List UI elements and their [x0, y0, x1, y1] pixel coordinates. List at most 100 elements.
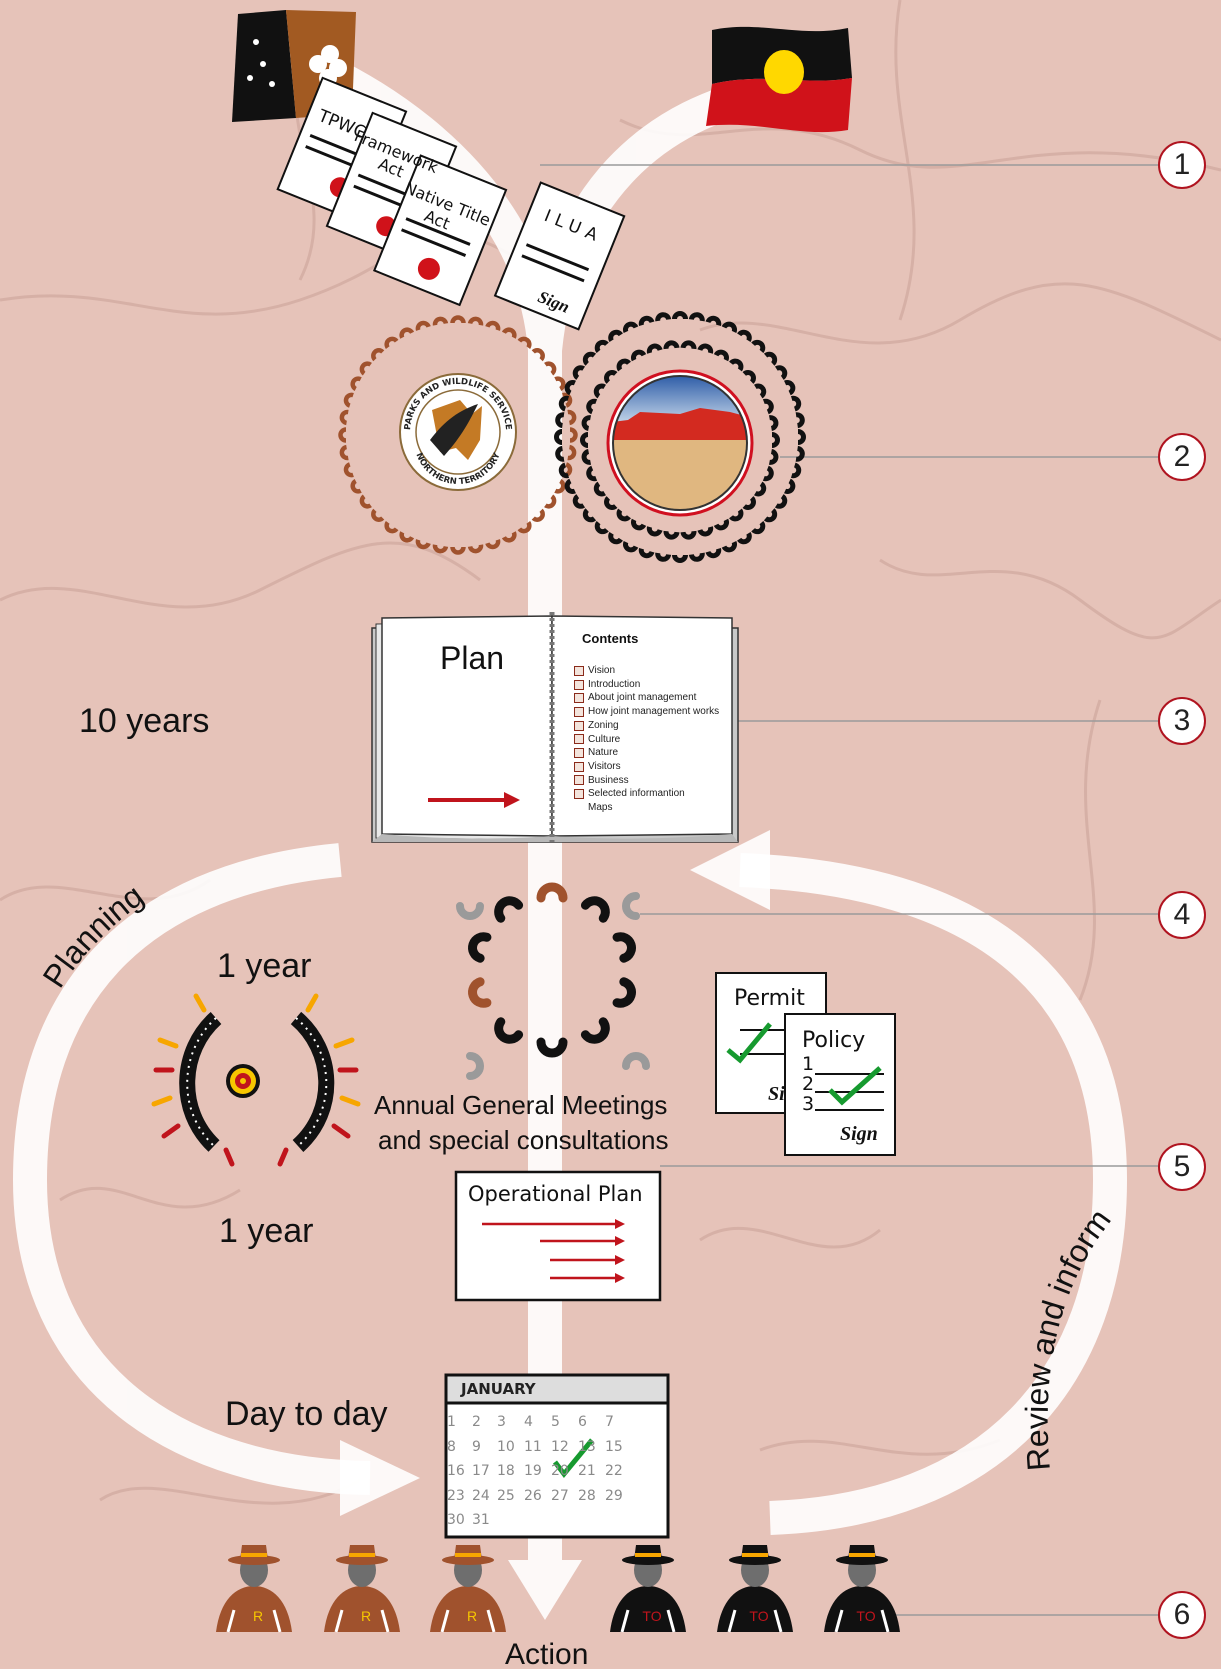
- ring-bump: [554, 376, 566, 392]
- ring-bump: [790, 462, 802, 479]
- ring-bump: [338, 427, 347, 443]
- plan-of-management-book: [371, 612, 739, 843]
- ring-bump: [399, 531, 415, 543]
- meetings-label-line2: and special consultations: [378, 1125, 669, 1155]
- ring-bump: [795, 412, 805, 429]
- ring-bump: [623, 541, 639, 553]
- ring-bump: [762, 465, 774, 482]
- ring-bump: [359, 361, 372, 376]
- plan-book-title: Plan: [440, 640, 505, 676]
- ring-bump: [399, 327, 415, 339]
- policy-item-2: 2: [802, 1073, 815, 1095]
- callout-leader-lines: [540, 164, 1158, 1616]
- figure-label: TO: [642, 1608, 661, 1624]
- vision-icon: [574, 665, 584, 676]
- native-title-act-document: [373, 154, 508, 307]
- calendar-day: 29: [605, 1487, 623, 1504]
- ring-bump: [608, 329, 623, 343]
- calendar-day: 3: [497, 1414, 506, 1430]
- policy-item-1: 1: [802, 1053, 815, 1075]
- ring-bump: [646, 526, 663, 537]
- calendar-day: 21: [578, 1463, 596, 1479]
- step-5-badge: 5: [1158, 1143, 1206, 1191]
- ring-bump: [721, 541, 737, 553]
- ring-bump: [742, 370, 756, 384]
- ring-bump: [604, 370, 618, 384]
- contents-item: Culture: [574, 733, 719, 747]
- ring-bump: [646, 343, 663, 354]
- meeting-participant: [468, 977, 492, 1008]
- ring-bump: [554, 429, 563, 445]
- ring-bump: [737, 329, 752, 343]
- ring-bump: [569, 427, 578, 443]
- ring-bump: [638, 315, 655, 327]
- calendar-day: 4: [524, 1414, 533, 1430]
- contents-list: Vision Introduction About joint manageme…: [574, 664, 719, 815]
- observer-participant: [466, 1052, 484, 1080]
- ring-bump: [763, 351, 778, 366]
- ring-bump: [680, 340, 697, 350]
- parks-wildlife-logo: [399, 373, 517, 491]
- ring-bump: [581, 449, 592, 465]
- ilua-document: [493, 181, 626, 331]
- ring-bump: [580, 432, 589, 448]
- ring-bump: [751, 339, 766, 354]
- contents-item: Vision: [574, 664, 719, 678]
- ring-bump: [531, 348, 545, 362]
- step-2-badge: 2: [1158, 433, 1206, 481]
- ring-bump: [594, 339, 609, 354]
- calendar-day: 30: [447, 1512, 465, 1528]
- ring-bump: [631, 349, 647, 362]
- calendar-day: 27: [551, 1487, 569, 1504]
- ring-bump: [343, 392, 354, 408]
- ring-bump: [586, 465, 598, 482]
- ring-bump: [450, 546, 466, 555]
- ring-bump: [581, 415, 592, 431]
- ring-bump: [555, 445, 565, 462]
- one-year-label-a: 1 year: [217, 947, 312, 985]
- ring-bump: [572, 494, 586, 509]
- ring-bump: [784, 380, 796, 396]
- ring-bump: [564, 478, 576, 494]
- ring-bump: [638, 547, 655, 559]
- ring-bump: [371, 508, 385, 522]
- ring-bump: [350, 376, 362, 392]
- figure-label: TO: [856, 1608, 875, 1624]
- aboriginal-flag: [706, 26, 852, 133]
- culture-icon: [574, 734, 584, 745]
- contents-item: Introduction: [574, 678, 719, 692]
- ring-bump: [713, 349, 729, 362]
- contents-heading: Contents: [582, 631, 639, 646]
- traditional-owner-inner-ring: [580, 340, 780, 540]
- ring-bump: [359, 494, 372, 509]
- ring-bump: [795, 445, 805, 462]
- observer-participant: [622, 892, 640, 920]
- observer-participant: [456, 902, 484, 920]
- calendar-day: 1: [447, 1414, 456, 1430]
- ring-bump: [713, 518, 729, 531]
- ring-bump: [432, 544, 449, 554]
- ring-bump: [531, 508, 545, 522]
- ring-bump: [729, 358, 744, 372]
- ring-bump: [555, 412, 565, 429]
- ring-bump: [339, 409, 349, 426]
- ring-bump: [697, 526, 714, 537]
- calendar-day: 18: [497, 1463, 515, 1479]
- ring-bump: [663, 340, 680, 350]
- ring-bump: [784, 478, 796, 494]
- ring-bump: [485, 320, 501, 331]
- ring-bump: [501, 531, 517, 543]
- ring-bump: [705, 547, 722, 559]
- step-1-badge: 1: [1158, 141, 1206, 189]
- calendar-day: 22: [605, 1463, 623, 1479]
- ring-bump: [616, 508, 631, 522]
- contents-item: About joint management: [574, 691, 719, 705]
- arrow-heads: [340, 830, 770, 1620]
- ring-bump: [350, 478, 362, 494]
- ring-bump: [672, 554, 688, 563]
- ring-bump: [558, 462, 570, 479]
- operational-plan-document: [454, 1170, 662, 1302]
- calendar-day: 17: [472, 1463, 490, 1479]
